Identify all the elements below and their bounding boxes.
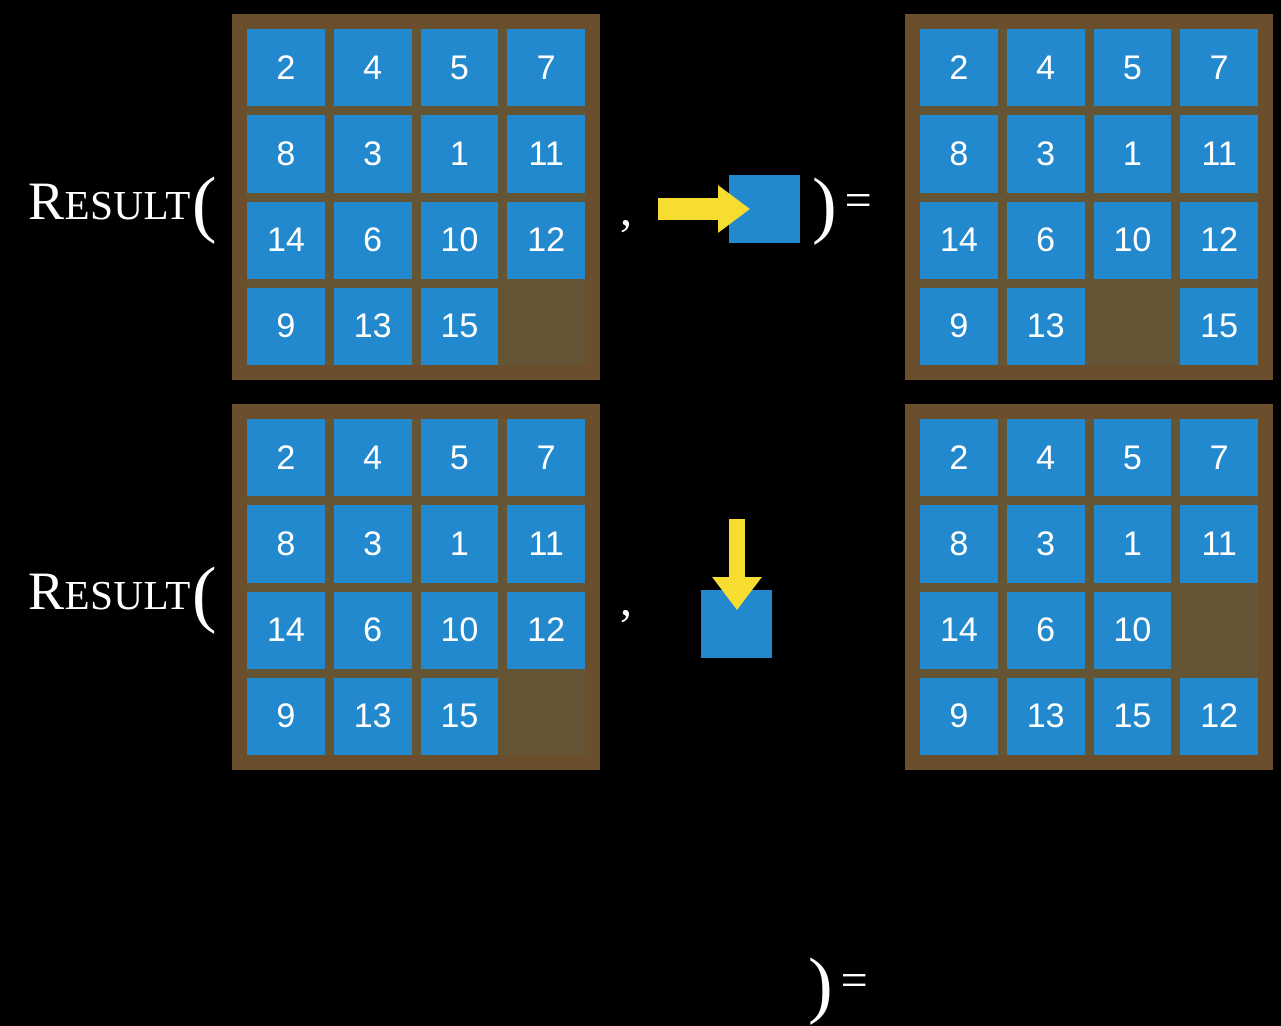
close-paren-top: ) xyxy=(812,164,837,246)
tile[interactable]: 14 xyxy=(247,591,325,669)
blank-tile xyxy=(507,288,585,365)
tile[interactable]: 2 xyxy=(920,419,998,497)
result-function-label-bottom: RESULT( xyxy=(28,548,217,631)
result-function-label-top: RESULT( xyxy=(28,158,217,241)
action-move-right[interactable] xyxy=(650,165,810,255)
tile[interactable]: 8 xyxy=(920,505,998,583)
tile[interactable]: 9 xyxy=(247,287,325,365)
tile[interactable]: 2 xyxy=(247,29,325,107)
tile[interactable]: 3 xyxy=(333,115,412,193)
tile[interactable]: 15 xyxy=(1180,287,1258,365)
tile[interactable]: 11 xyxy=(1180,115,1258,193)
tile[interactable]: 1 xyxy=(420,505,499,583)
arrow-down-icon-shaft xyxy=(729,519,745,579)
tile[interactable]: 9 xyxy=(920,287,998,365)
open-paren-bottom: ( xyxy=(191,553,217,635)
equals-sign-bottom: = xyxy=(840,954,868,1007)
tile[interactable]: 8 xyxy=(247,115,325,193)
input-board-bottom[interactable]: 2 4 5 7 8 3 1 11 14 6 10 12 9 13 15 xyxy=(232,404,600,770)
tile[interactable]: 4 xyxy=(333,29,412,107)
tile[interactable]: 10 xyxy=(1093,591,1172,669)
tile[interactable]: 6 xyxy=(1006,201,1085,279)
result-label-smallcaps-bottom: ESULT xyxy=(64,572,191,618)
tile[interactable]: 3 xyxy=(333,505,412,583)
tile[interactable]: 12 xyxy=(1180,201,1258,279)
tile[interactable]: 1 xyxy=(1093,115,1172,193)
tile[interactable]: 4 xyxy=(1006,29,1085,107)
tile[interactable]: 10 xyxy=(1093,201,1172,279)
tile[interactable]: 14 xyxy=(920,591,998,669)
blank-tile xyxy=(1180,592,1258,669)
tile[interactable]: 15 xyxy=(420,287,499,365)
tile[interactable]: 1 xyxy=(420,115,499,193)
arrow-right-icon-head xyxy=(718,185,750,233)
arrow-down-icon-head xyxy=(712,577,762,610)
tile[interactable]: 15 xyxy=(1093,677,1172,755)
tile[interactable]: 2 xyxy=(247,419,325,497)
open-paren-top: ( xyxy=(191,163,217,245)
equation-row-top: RESULT( 2 4 5 7 8 3 1 11 14 6 10 12 9 13… xyxy=(0,0,1281,390)
close-paren-bottom: ) xyxy=(808,944,833,1026)
tile[interactable]: 13 xyxy=(1006,287,1085,365)
tile[interactable]: 6 xyxy=(333,201,412,279)
tile[interactable]: 12 xyxy=(507,591,585,669)
equation-row-bottom: RESULT( 2 4 5 7 8 3 1 11 14 6 10 12 9 13… xyxy=(0,390,1281,1022)
close-paren-equals-bottom: )= xyxy=(808,948,868,1022)
tile[interactable]: 12 xyxy=(1180,677,1258,755)
tile[interactable]: 7 xyxy=(1180,419,1258,497)
blank-tile xyxy=(1094,288,1172,365)
tile[interactable]: 9 xyxy=(247,677,325,755)
input-board-top-grid: 2 4 5 7 8 3 1 11 14 6 10 12 9 13 15 xyxy=(247,29,585,365)
tile[interactable]: 4 xyxy=(333,419,412,497)
tile[interactable]: 4 xyxy=(1006,419,1085,497)
tile[interactable]: 8 xyxy=(920,115,998,193)
tile[interactable]: 5 xyxy=(1093,419,1172,497)
tile[interactable]: 13 xyxy=(1006,677,1085,755)
action-move-down[interactable] xyxy=(695,510,825,660)
tile[interactable]: 5 xyxy=(420,419,499,497)
tile[interactable]: 12 xyxy=(507,201,585,279)
tile[interactable]: 7 xyxy=(507,419,585,497)
tile[interactable]: 7 xyxy=(1180,29,1258,107)
tile[interactable]: 5 xyxy=(420,29,499,107)
output-board-bottom[interactable]: 2 4 5 7 8 3 1 11 14 6 10 9 13 15 12 xyxy=(905,404,1273,770)
tile[interactable]: 5 xyxy=(1093,29,1172,107)
tile[interactable]: 13 xyxy=(333,287,412,365)
argument-separator-comma-top: , xyxy=(620,183,632,236)
tile[interactable]: 14 xyxy=(247,201,325,279)
arrow-right-icon-shaft xyxy=(658,198,718,220)
output-board-top[interactable]: 2 4 5 7 8 3 1 11 14 6 10 12 9 13 15 xyxy=(905,14,1273,380)
tile[interactable]: 1 xyxy=(1093,505,1172,583)
tile[interactable]: 13 xyxy=(333,677,412,755)
blank-tile xyxy=(507,678,585,755)
tile[interactable]: 3 xyxy=(1006,505,1085,583)
tile[interactable]: 6 xyxy=(1006,591,1085,669)
close-paren-equals-top: )= xyxy=(812,168,872,242)
tile[interactable]: 8 xyxy=(247,505,325,583)
tile[interactable]: 10 xyxy=(420,201,499,279)
equals-sign-top: = xyxy=(844,174,872,227)
tile[interactable]: 2 xyxy=(920,29,998,107)
result-label-capital-bottom: R xyxy=(28,561,65,621)
tile[interactable]: 11 xyxy=(1180,505,1258,583)
tile[interactable]: 3 xyxy=(1006,115,1085,193)
result-label-smallcaps-top: ESULT xyxy=(64,182,191,228)
output-board-bottom-grid: 2 4 5 7 8 3 1 11 14 6 10 9 13 15 12 xyxy=(920,419,1258,755)
tile[interactable]: 11 xyxy=(507,505,585,583)
tile[interactable]: 7 xyxy=(507,29,585,107)
output-board-top-grid: 2 4 5 7 8 3 1 11 14 6 10 12 9 13 15 xyxy=(920,29,1258,365)
input-board-bottom-grid: 2 4 5 7 8 3 1 11 14 6 10 12 9 13 15 xyxy=(247,419,585,755)
tile[interactable]: 10 xyxy=(420,591,499,669)
tile[interactable]: 6 xyxy=(333,591,412,669)
tile[interactable]: 14 xyxy=(920,201,998,279)
result-label-capital-top: R xyxy=(28,171,65,231)
tile[interactable]: 9 xyxy=(920,677,998,755)
tile[interactable]: 15 xyxy=(420,677,499,755)
tile[interactable]: 11 xyxy=(507,115,585,193)
argument-separator-comma-bottom: , xyxy=(620,573,632,626)
input-board-top[interactable]: 2 4 5 7 8 3 1 11 14 6 10 12 9 13 15 xyxy=(232,14,600,380)
